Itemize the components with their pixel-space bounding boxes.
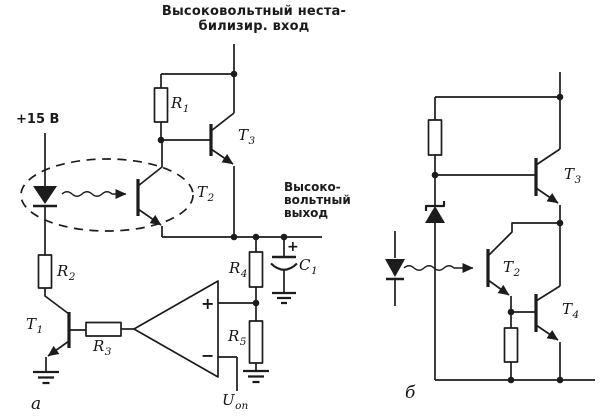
ground-symbol-c1: [272, 291, 296, 305]
input-label: Высоковольтный неста-билизир. вход: [138, 4, 370, 34]
transistor-t1: [45, 312, 86, 371]
light-arrow-b: [403, 263, 474, 273]
label-r2: R2: [57, 262, 76, 283]
resistor-r3: [85, 321, 134, 337]
transistor-t3-a: [161, 112, 235, 237]
transistor-t4-b: [511, 223, 561, 380]
resistor-b2: [503, 312, 519, 380]
label-c1: C1: [299, 256, 318, 277]
input-wire: [160, 44, 235, 140]
resistor-r4: [248, 237, 264, 303]
label-r1: R1: [171, 94, 190, 115]
label-t2-a: T2: [197, 183, 215, 204]
zener-diode-b: [424, 175, 446, 380]
label-uref: Uоп: [222, 391, 249, 412]
optocoupler-outline: [20, 158, 194, 232]
label-r4: R4: [229, 259, 248, 280]
output-label-line3: выход: [284, 206, 329, 220]
supply-label: +15 В: [16, 112, 60, 127]
input-label-line2: билизир. вход: [198, 19, 310, 34]
label-t3-a: T3: [238, 126, 256, 147]
opamp: [133, 280, 256, 391]
transistor-t2-b: [486, 222, 560, 312]
opamp-minus-sign: −: [201, 346, 215, 365]
led-diode-b: [385, 231, 405, 306]
ground-symbol-t1: [33, 370, 59, 385]
opamp-plus-sign: +: [201, 294, 215, 313]
junction-dots-a: [157, 70, 288, 307]
junction-dots-b: [431, 93, 564, 384]
output-label-line2: вольтный: [284, 193, 351, 207]
resistor-b1: [427, 97, 443, 175]
resistor-r5: [248, 303, 264, 370]
label-t3-b: T3: [564, 165, 582, 186]
caption-circuit-b: б: [405, 383, 416, 403]
label-t2-b: T2: [503, 258, 521, 279]
resistor-r2: [37, 254, 70, 315]
label-r3: R3: [93, 337, 112, 358]
top-wire-b: [435, 72, 561, 149]
light-arrow-a: [61, 189, 127, 199]
label-r5: R5: [228, 327, 247, 348]
label-t4-b: T4: [562, 300, 580, 321]
resistor-r1: [153, 87, 169, 123]
transistor-t2-a: [136, 140, 163, 237]
input-label-line1: Высоковольтный неста-: [161, 4, 347, 19]
ground-symbol-r5: [243, 369, 269, 384]
output-label-line1: Высоко-: [284, 180, 341, 194]
transistor-t3-b: [435, 148, 561, 223]
label-t1: T1: [26, 315, 44, 336]
led-diode-a: [33, 186, 57, 255]
caption-circuit-a: а: [31, 394, 42, 414]
capacitor-plus-sign: +: [287, 239, 299, 255]
capacitor-c1: [270, 237, 298, 292]
